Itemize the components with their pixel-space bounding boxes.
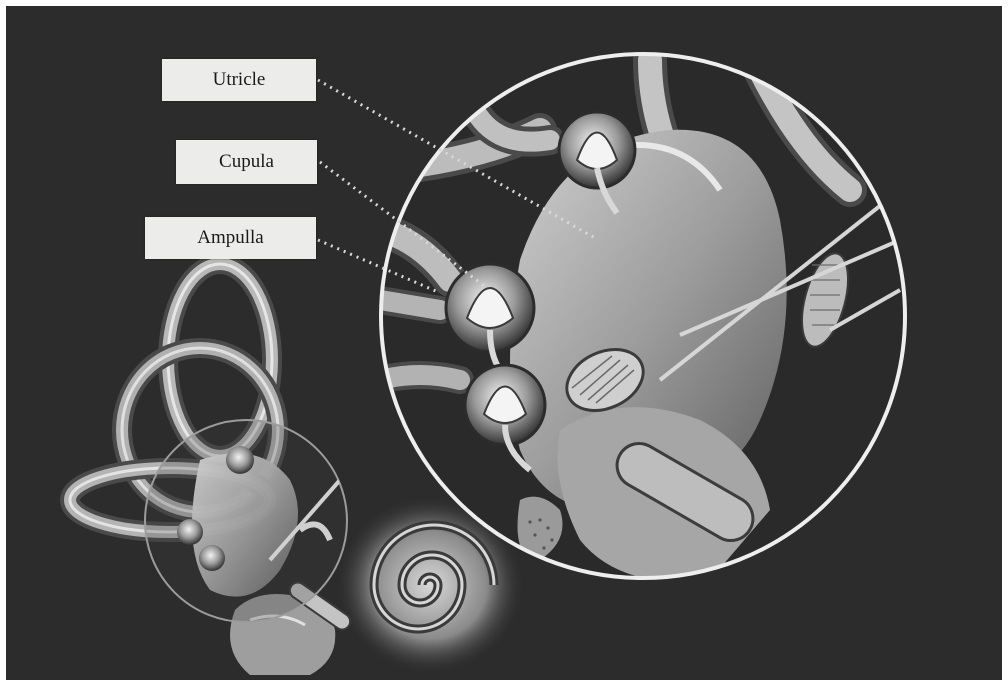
utricle-label: Utricle [162, 59, 316, 101]
cupula-label: Cupula [176, 140, 317, 184]
magnified-detail-circle [380, 54, 905, 582]
small-detail-circle [145, 420, 347, 622]
ampulla-label: Ampulla [145, 217, 316, 259]
